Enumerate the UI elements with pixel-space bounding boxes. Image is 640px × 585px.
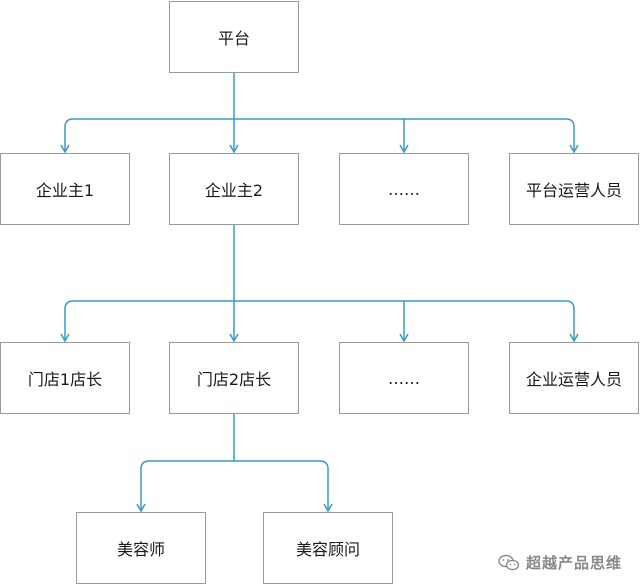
node-store-1-manager-label: 门店1店长	[27, 370, 103, 389]
node-beautician: 美容师	[76, 512, 206, 584]
connector-owner2-branch-0	[64, 300, 74, 340]
watermark-text: 超越产品思维	[525, 554, 622, 572]
connector-owner2-arrowhead-0	[60, 333, 70, 343]
connector-store2-arrowhead-1	[323, 503, 333, 513]
connector-platform-arrowhead-2	[399, 144, 409, 154]
node-platform-ops-label: 平台运营人员	[525, 181, 622, 200]
node-enterprise-ops: 企业运营人员	[509, 342, 639, 414]
watermark: 超越产品思维	[498, 552, 622, 573]
node-beauty-consultant-label: 美容顾问	[295, 540, 360, 559]
connector-platform-branch-3	[565, 118, 575, 151]
node-platform: 平台	[169, 1, 299, 73]
node-enterprise-ops-label: 企业运营人员	[525, 370, 622, 389]
node-owner-2-label: 企业主2	[204, 181, 264, 200]
node-owner-more: ……	[339, 153, 469, 225]
node-store-more-label: ……	[388, 368, 420, 388]
node-platform-label: 平台	[217, 29, 250, 48]
connector-platform-arrowhead-1	[229, 144, 239, 154]
connector-owner2-arrowhead-2	[399, 333, 409, 343]
connector-platform-arrowhead-0	[60, 144, 70, 154]
node-platform-ops: 平台运营人员	[509, 153, 639, 225]
connector-store2-branch-1	[319, 460, 329, 510]
connector-store2-arrowhead-0	[136, 503, 146, 513]
node-owner-1: 企业主1	[0, 153, 130, 225]
node-beauty-consultant: 美容顾问	[263, 512, 393, 584]
node-store-2-manager: 门店2店长	[169, 342, 299, 414]
connector-owner2-branch-3	[565, 300, 575, 340]
connector-platform-arrowhead-3	[569, 144, 579, 154]
wechat-icon	[498, 554, 520, 572]
node-owner-1-label: 企业主1	[35, 181, 95, 200]
node-beautician-label: 美容师	[116, 540, 165, 559]
node-store-1-manager: 门店1店长	[0, 342, 130, 414]
connector-store2-branch-0	[140, 460, 150, 510]
node-owner-2: 企业主2	[169, 153, 299, 225]
node-store-2-manager-label: 门店2店长	[196, 370, 272, 389]
connector-platform-branch-0	[64, 118, 74, 151]
connector-owner2-arrowhead-3	[569, 333, 579, 343]
connector-owner2-arrowhead-1	[229, 333, 239, 343]
node-owner-more-label: ……	[388, 179, 420, 199]
node-store-more: ……	[339, 342, 469, 414]
